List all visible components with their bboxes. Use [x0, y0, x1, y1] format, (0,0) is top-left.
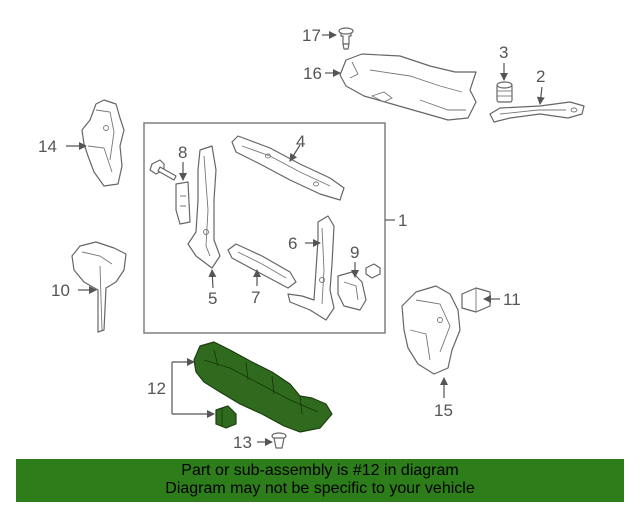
info-banner: Part or sub-assembly is #12 in diagram D… [16, 459, 624, 502]
part-12-lower-support[interactable] [193, 341, 333, 433]
part-2-bracket[interactable] [489, 101, 585, 123]
callout-8: 8 [178, 143, 187, 162]
callout-14: 14 [38, 137, 57, 156]
leader-5 [208, 269, 217, 289]
callout-17: 17 [302, 26, 321, 45]
part-15-air-guide[interactable] [401, 285, 461, 375]
callout-15: 15 [434, 401, 453, 420]
banner-line-1: Part or sub-assembly is #12 in diagram [181, 462, 459, 479]
part-16-under-cover[interactable] [339, 53, 477, 121]
part-9-bracket[interactable] [337, 263, 381, 311]
part-14-air-guide[interactable] [81, 99, 125, 187]
part-3-bumper[interactable] [496, 81, 513, 103]
callout-9: 9 [350, 243, 359, 262]
part-4-upper-support[interactable] [231, 135, 345, 201]
callout-5: 5 [208, 289, 217, 308]
callout-13: 13 [233, 433, 252, 452]
leader-2 [536, 86, 545, 105]
callout-11: 11 [503, 290, 521, 309]
callout-4: 4 [296, 132, 305, 151]
part-5-side-support[interactable] [187, 145, 221, 269]
part-8-bracket[interactable] [149, 159, 191, 225]
callout-3: 3 [499, 43, 508, 62]
callout-1: 1 [398, 211, 407, 230]
callout-16: 16 [303, 64, 322, 83]
callout-7: 7 [251, 288, 260, 307]
part-6-side-support[interactable] [287, 215, 335, 321]
part-13-clip[interactable] [271, 432, 287, 449]
banner-line-2: Diagram may not be specific to your vehi… [165, 480, 475, 497]
part-10-guide[interactable] [71, 241, 127, 333]
callout-6: 6 [288, 234, 297, 253]
part-11-bracket[interactable] [461, 287, 491, 313]
part-7-brace[interactable] [227, 243, 297, 289]
callout-10: 10 [51, 281, 70, 300]
leader-4 [289, 144, 301, 162]
callout-12: 12 [147, 379, 166, 398]
part-17-clip[interactable] [338, 27, 354, 50]
bracket-12 [171, 358, 215, 418]
parts-diagram: 17 16 3 2 14 4 8 1 6 9 10 5 7 11 12 15 1… [38, 26, 585, 452]
callout-2: 2 [536, 67, 545, 86]
assembly-box-1 [143, 122, 386, 334]
